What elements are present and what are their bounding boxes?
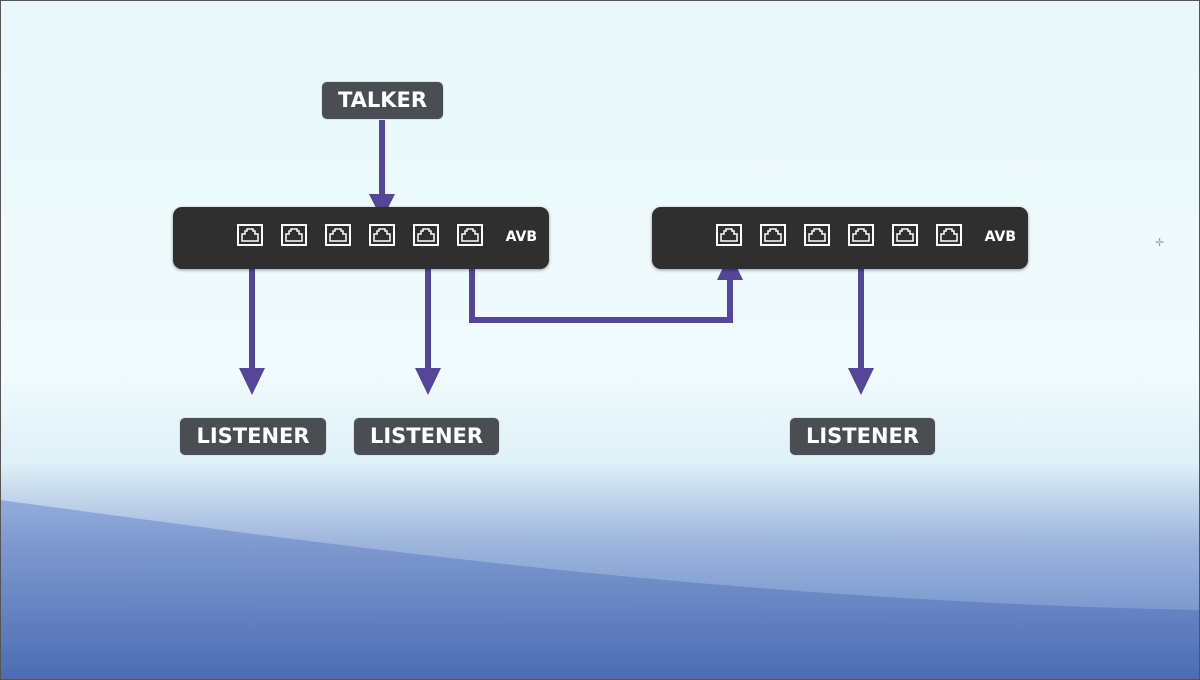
ethernet-port-icon <box>936 224 962 246</box>
ethernet-port-icon <box>457 224 483 246</box>
avb-switch-2: AVB <box>652 207 1028 269</box>
crosshair-icon: ✛ <box>1155 236 1165 249</box>
ethernet-port-icon <box>237 224 263 246</box>
ethernet-port-icon <box>760 224 786 246</box>
avb-switch-1: AVB <box>173 207 549 269</box>
listener-label-3: LISTENER <box>790 418 935 455</box>
ethernet-port-icon <box>281 224 307 246</box>
ethernet-port-icon <box>848 224 874 246</box>
ethernet-port-icon <box>369 224 395 246</box>
avb-label: AVB <box>505 229 537 245</box>
ethernet-port-icon <box>325 224 351 246</box>
listener-arrowhead-3 <box>848 368 874 395</box>
switch-link-wire <box>469 240 733 323</box>
listener-label-2: LISTENER <box>354 418 499 455</box>
ethernet-port-icon <box>716 224 742 246</box>
ethernet-port-icon <box>804 224 830 246</box>
listener-label-1: LISTENER <box>180 418 326 455</box>
listener-arrowhead-1 <box>239 368 265 395</box>
listener-arrowhead-2 <box>415 368 441 395</box>
talker-label: TALKER <box>322 82 443 119</box>
ethernet-port-icon <box>892 224 918 246</box>
avb-label: AVB <box>984 229 1016 245</box>
ethernet-port-icon <box>413 224 439 246</box>
